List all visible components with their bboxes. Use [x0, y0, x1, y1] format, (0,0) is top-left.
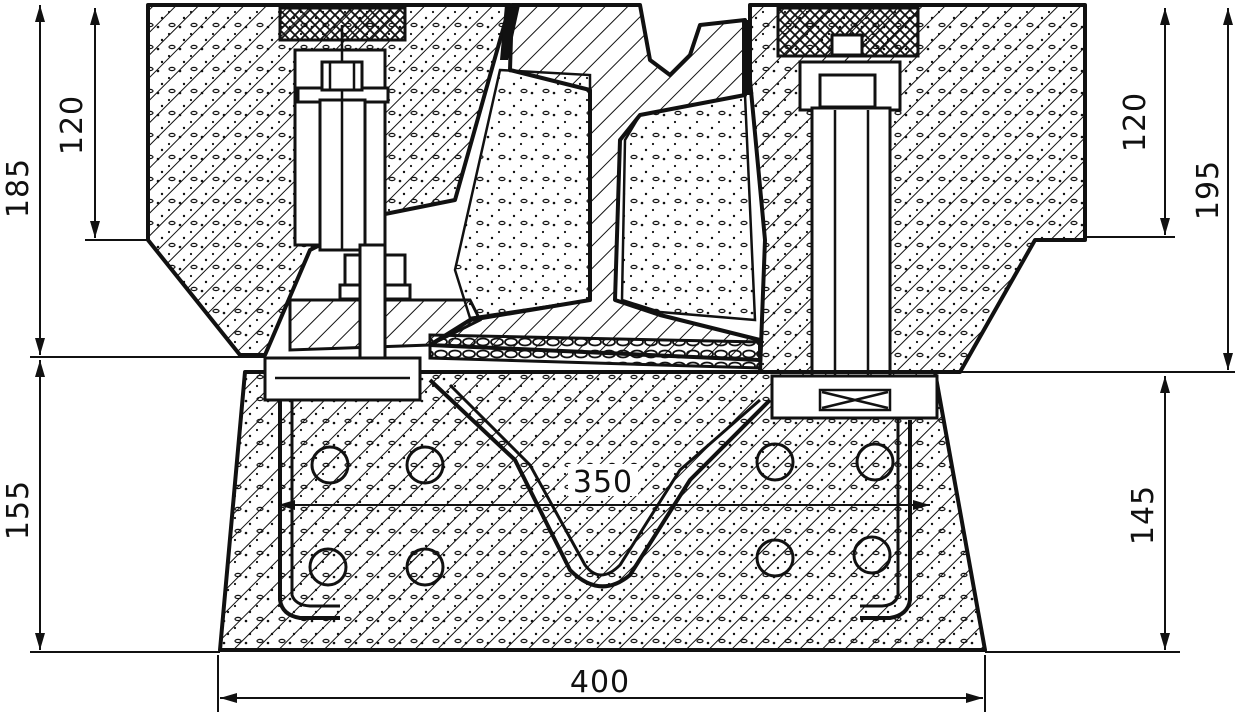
rebar-1 — [310, 445, 350, 485]
inner-concrete-right — [620, 93, 757, 322]
left-bolt-pocket — [293, 25, 390, 252]
right-stirrup — [860, 420, 912, 620]
dim-line-left-120 — [90, 8, 100, 238]
dim-label-left-155: 155 — [1, 480, 36, 540]
dim-line-400 — [220, 693, 983, 703]
dim-line-left-185 — [35, 5, 45, 355]
dim-line-right-120 — [1160, 8, 1170, 235]
rebar-8 — [852, 535, 892, 575]
rebar-5 — [308, 547, 348, 587]
rebar-2 — [405, 445, 445, 485]
rail-pad-layer — [428, 333, 762, 370]
rebar-7 — [755, 538, 795, 578]
rebar-set — [308, 442, 895, 587]
rebar-6 — [405, 547, 445, 587]
dim-line-350 — [278, 500, 930, 510]
right-bearing-plate — [770, 374, 939, 420]
dim-label-left-120: 120 — [55, 95, 90, 155]
dim-label-left-185: 185 — [1, 158, 36, 218]
label-350-backdrop — [568, 464, 638, 496]
inner-concrete-left — [453, 68, 592, 320]
left-bearing-plate — [263, 356, 422, 402]
dim-label-350: 350 — [573, 465, 633, 500]
dim-label-400: 400 — [570, 665, 630, 700]
left-stirrup — [278, 400, 340, 620]
dim-label-right-120: 120 — [1118, 92, 1153, 152]
v-groove — [428, 378, 772, 589]
dim-line-right-145 — [1160, 376, 1170, 650]
dim-line-left-155 — [35, 360, 45, 650]
dim-label-right-145: 145 — [1126, 485, 1161, 545]
reference-lines — [30, 236, 1235, 712]
right-bolt-pocket — [798, 33, 902, 378]
dim-line-right-195 — [1223, 8, 1233, 370]
dim-label-right-195: 195 — [1191, 160, 1226, 220]
top-slab-right — [748, 3, 1087, 374]
rebar-3 — [755, 442, 795, 482]
rebar-4 — [855, 442, 895, 482]
